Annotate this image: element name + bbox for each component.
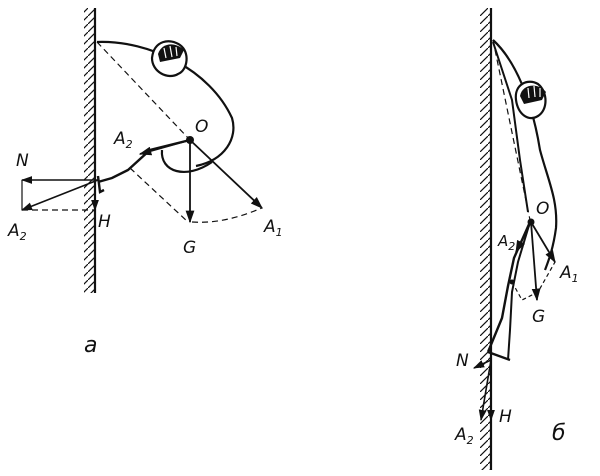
figure-b: N A2 H A2 O A1 G б [454, 8, 579, 470]
force-a2-wall-b [478, 359, 492, 422]
figure-a: N A2 H A2 O G A1 а [7, 8, 283, 358]
helmet-b [514, 80, 547, 120]
dashed-parallelogram-b [511, 261, 556, 301]
label-a2-top-a: A2 [113, 129, 133, 151]
label-n-a: N [16, 151, 29, 171]
body-outline-b [492, 39, 558, 271]
label-a2-top-b: A2 [497, 232, 515, 253]
wall-hatching-a [84, 8, 94, 293]
label-a1-b: A1 [559, 263, 579, 285]
body-outline-a [96, 40, 235, 168]
label-a2-bottom-b: A2 [454, 425, 474, 447]
leg-a [97, 138, 191, 184]
dashed-anchor-to-o-b [492, 39, 531, 221]
wall-hatching-b [480, 8, 490, 470]
label-g-b: G [532, 307, 545, 327]
label-g-a: G [183, 238, 196, 258]
label-h-b: H [499, 407, 512, 427]
caption-b: б [552, 421, 566, 446]
label-o-a: O [195, 117, 208, 137]
force-a1-a [189, 139, 263, 209]
force-a2-top-a [138, 139, 191, 156]
force-a2-top-b [515, 221, 532, 254]
torso-inner-b [492, 41, 529, 213]
label-h-a: H [98, 212, 111, 232]
foot-a [96, 175, 105, 194]
caption-a: а [84, 333, 97, 358]
foot-b [487, 350, 511, 362]
knee-point-b [509, 279, 515, 285]
helmet-a [150, 40, 188, 78]
force-a1-b [530, 221, 556, 264]
force-n-b [472, 359, 492, 369]
dashed-anchor-to-o-a [96, 41, 191, 141]
dashed-arc-a [191, 207, 263, 223]
label-n-b: N [456, 351, 469, 371]
force-g-b [530, 221, 541, 302]
dashed-parallelogram-a [129, 167, 189, 223]
label-o-b: O [536, 199, 549, 219]
pelvis-a [160, 149, 213, 173]
label-a1-a: A1 [263, 217, 283, 239]
label-a2-left-a: A2 [7, 221, 27, 243]
force-a2-wall-a [20, 179, 99, 211]
